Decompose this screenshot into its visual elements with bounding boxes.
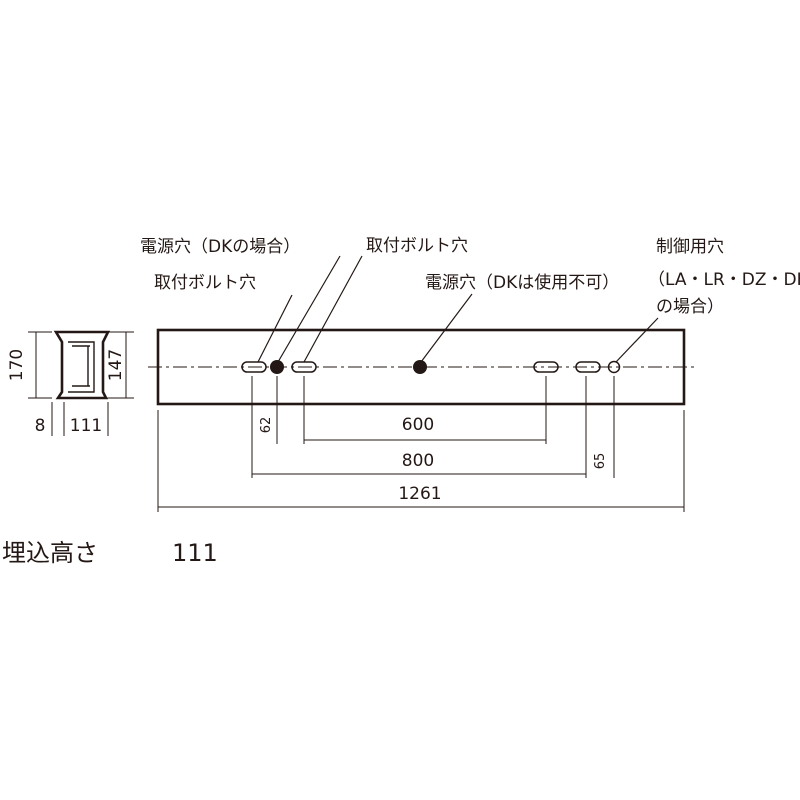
callout-control-hole-line3: の場合） bbox=[656, 297, 724, 317]
bolt-hole-left bbox=[241, 361, 267, 373]
embed-height-label: 埋込高さ bbox=[2, 539, 98, 567]
bolt-hole-right bbox=[533, 361, 559, 373]
side-inner-height-label: 147 bbox=[106, 349, 126, 381]
leader-bolt-hole-left bbox=[257, 294, 293, 363]
footer: 埋込高さ 111 bbox=[2, 539, 218, 567]
leader-power-hole-center bbox=[420, 293, 473, 363]
power-hole-center bbox=[413, 360, 427, 374]
side-flange-label: 8 bbox=[35, 416, 46, 436]
callout-bolt-hole-right: 取付ボルト穴 bbox=[366, 236, 468, 256]
callout-power-hole-dk: 電源穴（DKの場合） bbox=[140, 237, 300, 257]
control-span-label: 800 bbox=[402, 451, 434, 471]
bolt-spacing-label: 600 bbox=[402, 415, 434, 435]
leader-power-hole-dk bbox=[277, 255, 341, 363]
control-hole bbox=[607, 360, 621, 374]
length-dimensions: 62 600 800 65 1261 bbox=[157, 376, 685, 512]
callout-control-hole-line2: （LA・LR・DZ・DK bbox=[648, 270, 800, 290]
side-height-label: 170 bbox=[7, 349, 27, 381]
callout-bolt-hole-left: 取付ボルト穴 bbox=[154, 273, 256, 293]
top-view: 電源穴（DKの場合） 取付ボルト穴 取付ボルト穴 電源穴（DKは使用不可） 制御… bbox=[140, 236, 800, 406]
callout-power-hole-not-dk: 電源穴（DKは使用不可） bbox=[425, 272, 619, 293]
side-depth-label: 111 bbox=[70, 416, 102, 436]
leader-bolt-hole-right bbox=[303, 255, 363, 363]
callout-control-hole-line1: 制御用穴 bbox=[656, 237, 724, 257]
bolt-hole-right-2 bbox=[575, 361, 601, 373]
control-offset-label: 65 bbox=[593, 453, 608, 470]
power-hole-dk bbox=[270, 360, 284, 374]
total-length-label: 1261 bbox=[398, 484, 441, 504]
side-view: 170 147 8 111 bbox=[7, 330, 134, 436]
embed-height-value: 111 bbox=[172, 539, 218, 567]
side-view-inner-profile bbox=[68, 341, 95, 393]
bolt-offset-label: 62 bbox=[259, 417, 274, 434]
leader-control-hole bbox=[615, 317, 659, 363]
